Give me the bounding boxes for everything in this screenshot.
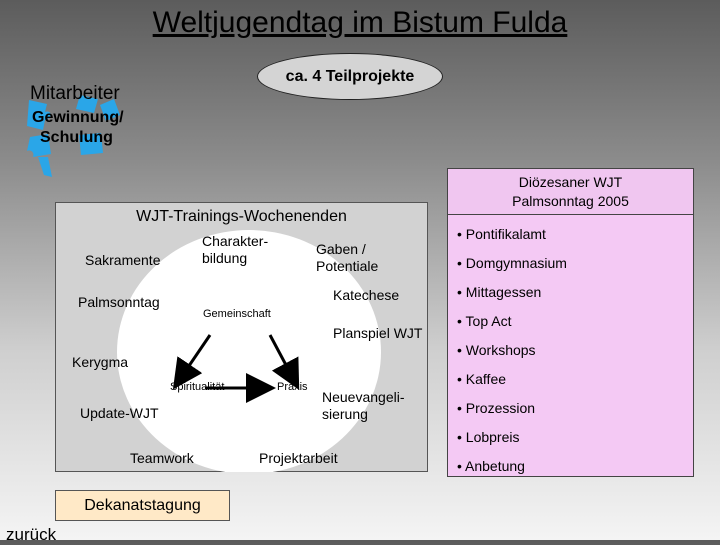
list-item: • Mittagessen <box>457 284 542 300</box>
gaben-potentiale-label: Gaben / Potentiale <box>316 241 378 275</box>
dioezesan-header-line1: Diözesaner WJT <box>518 173 623 190</box>
arrow-to-spiritualitaet <box>172 334 212 390</box>
page-title: Weltjugendtag im Bistum Fulda <box>152 6 568 39</box>
dioezesan-wjt-header: Diözesaner WJT Palmsonntag 2005 <box>447 168 694 215</box>
planspiel-label: Planspiel WJT <box>333 325 423 341</box>
gewinnung-schulung-label: Gewinnung/ Schulung <box>32 108 124 148</box>
neuevang-line: Neuevangeli- <box>322 389 405 405</box>
list-item: • Anbetung <box>457 458 525 474</box>
mitarbeiter-label: Mitarbeiter <box>30 83 120 104</box>
list-item: • Workshops <box>457 342 536 358</box>
spiritualitaet-label: Spiritualität <box>170 381 225 393</box>
list-item: • Domgymnasium <box>457 255 567 271</box>
puzzle-pieces-icon <box>27 95 120 177</box>
list-item: • Lobpreis <box>457 429 520 445</box>
gaben-line: Gaben / <box>316 241 366 257</box>
potentiale-line: Potentiale <box>316 258 379 274</box>
update-wjt-label: Update-WJT <box>80 405 159 421</box>
sierung-line: sierung <box>322 406 368 422</box>
katechese-label: Katechese <box>333 287 400 303</box>
teamwork-label: Teamwork <box>130 450 194 466</box>
praxis-label: Praxis <box>277 381 308 393</box>
wochenenden-title: WJT-Trainings-Wochenenden <box>136 208 347 225</box>
kerygma-label: Kerygma <box>72 354 129 370</box>
teilprojekte-ellipse[interactable]: ca. 4 Teilprojekte <box>257 53 443 100</box>
gemeinschaft-label: Gemeinschaft <box>203 308 271 320</box>
projektarbeit-label: Projektarbeit <box>259 450 338 466</box>
dioezesan-program-list: • Pontifikalamt • Domgymnasium • Mittage… <box>447 215 694 477</box>
arrow-to-praxis <box>268 334 300 390</box>
palmsonntag-label: Palmsonntag <box>78 294 160 310</box>
charakter-line: Charakter- <box>202 233 269 249</box>
list-item: • Top Act <box>457 313 512 329</box>
bildung-line: bildung <box>202 250 248 266</box>
gewinnung-line: Gewinnung/ <box>32 109 124 126</box>
gemeinschaft-circle <box>117 230 381 472</box>
neuevangelisierung-label: Neuevangeli- sierung <box>322 389 405 423</box>
charakterbildung-label: Charakter- bildung <box>202 233 268 267</box>
zurueck-link[interactable]: zurück <box>6 525 57 544</box>
sakramente-label: Sakramente <box>85 252 161 268</box>
list-item: • Prozession <box>457 400 536 416</box>
dekanatstagung-box[interactable]: Dekanatstagung <box>55 490 230 521</box>
list-item: • Kaffee <box>457 371 507 387</box>
dioezesan-header-line2: Palmsonntag 2005 <box>512 192 629 209</box>
schulung-line: Schulung <box>40 129 113 146</box>
list-item: • Pontifikalamt <box>457 226 546 242</box>
